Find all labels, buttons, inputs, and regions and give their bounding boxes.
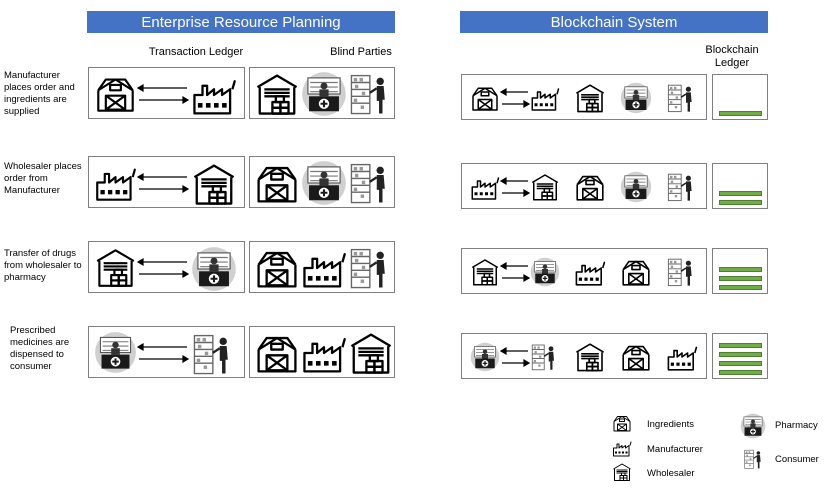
ledger-block	[719, 352, 762, 357]
ingredients-icon	[574, 171, 606, 203]
consumer-icon	[191, 331, 237, 377]
manufacturer-icon	[301, 245, 347, 291]
erp-banner-title: Enterprise Resource Planning	[141, 13, 341, 31]
wholesaler-icon	[348, 330, 394, 376]
consumer-icon	[666, 82, 698, 114]
erp-blind-parties-panel	[249, 241, 395, 293]
pharmacy-icon	[620, 171, 652, 203]
transaction-ledger-header: Transaction Ledger	[148, 46, 244, 58]
blockchain-ledger-panel	[712, 248, 768, 294]
pharmacy-icon	[191, 246, 237, 292]
ledger-block	[719, 200, 762, 205]
wholesaler-icon	[94, 246, 137, 289]
ledger-block	[719, 343, 762, 348]
manufacturer-icon	[470, 172, 500, 202]
exchange-arrows-icon	[500, 342, 530, 372]
wholesaler-icon	[191, 161, 237, 207]
ingredients-icon	[620, 341, 652, 373]
row-label-1: Manufacturer places order and ingredient…	[4, 70, 75, 117]
manufacturer-icon	[574, 256, 606, 288]
exchange-arrows-icon	[500, 172, 530, 202]
pharmacy-icon	[740, 413, 766, 439]
ingredients-icon	[612, 413, 632, 433]
blockchain-parties-panel	[461, 333, 707, 379]
pharmacy-icon	[301, 71, 347, 117]
blockchain-ledger-panel	[712, 333, 768, 379]
wholesaler-icon	[470, 257, 500, 287]
ledger-block	[719, 276, 762, 281]
ledger-block	[719, 370, 762, 375]
ingredients-icon	[254, 245, 300, 291]
ingredients-icon	[620, 256, 652, 288]
row-label-2: Wholesaler places order from Manufacture…	[4, 161, 82, 196]
ingredients-icon	[254, 160, 300, 206]
manufacturer-icon	[301, 330, 347, 376]
erp-blind-parties-panel	[249, 156, 395, 208]
consumer-icon	[348, 71, 394, 117]
blockchain-parties-panel	[461, 74, 707, 120]
blind-parties-header: Blind Parties	[330, 46, 392, 58]
exchange-arrows-icon	[137, 250, 189, 286]
exchange-arrows-icon	[137, 335, 189, 371]
manufacturer-icon	[666, 341, 698, 373]
consumer-icon	[666, 256, 698, 288]
wholesaler-icon	[254, 71, 300, 117]
ingredients-icon	[254, 330, 300, 376]
manufacturer-icon	[94, 161, 137, 204]
wholesaler-icon	[574, 341, 606, 373]
blockchain-ledger-panel	[712, 163, 768, 209]
legend-label-wholesaler: Wholesaler	[647, 468, 695, 479]
ledger-block	[719, 361, 762, 366]
blockchain-banner: Blockchain System	[460, 11, 768, 33]
exchange-arrows-icon	[137, 76, 189, 112]
legend-label-manufacturer: Manufacturer	[647, 444, 703, 455]
manufacturer-icon	[612, 438, 632, 458]
pharmacy-icon	[470, 342, 500, 372]
wholesaler-icon	[530, 172, 560, 202]
blockchain-ledger-panel	[712, 74, 768, 120]
pharmacy-icon	[620, 82, 652, 114]
ledger-block	[719, 267, 762, 272]
exchange-arrows-icon	[500, 257, 530, 287]
manufacturer-icon	[530, 83, 560, 113]
ledger-block	[719, 191, 762, 196]
pharmacy-icon	[94, 331, 137, 374]
wholesaler-icon	[574, 82, 606, 114]
legend-label-ingredients: Ingredients	[647, 419, 695, 430]
erp-blind-parties-panel	[249, 326, 395, 378]
erp-blind-parties-panel	[249, 67, 395, 119]
consumer-icon	[666, 171, 698, 203]
blockchain-ledger-header: Blockchain Ledger	[705, 44, 759, 69]
exchange-arrows-icon	[500, 83, 530, 113]
erp-ledger-panel	[88, 156, 245, 208]
blockchain-parties-panel	[461, 248, 707, 294]
wholesaler-icon	[612, 462, 632, 482]
blockchain-parties-panel	[461, 163, 707, 209]
pharmacy-icon	[530, 257, 560, 287]
erp-ledger-panel	[88, 67, 245, 119]
consumer-icon	[348, 245, 394, 291]
consumer-icon	[743, 448, 765, 470]
consumer-icon	[348, 160, 394, 206]
blockchain-banner-title: Blockchain System	[550, 13, 678, 31]
erp-ledger-panel	[88, 326, 245, 378]
pharmacy-icon	[301, 160, 347, 206]
legend-label-consumer: Consumer	[775, 454, 819, 465]
erp-ledger-panel	[88, 241, 245, 293]
consumer-icon	[530, 342, 560, 372]
row-label-3: Transfer of drugs from wholesaler to pha…	[4, 248, 82, 283]
exchange-arrows-icon	[137, 165, 189, 201]
erp-banner: Enterprise Resource Planning	[87, 11, 395, 33]
manufacturer-icon	[191, 72, 237, 118]
ingredients-icon	[94, 72, 137, 115]
row-label-4: Prescribed medicines are dispensed to co…	[10, 325, 70, 372]
ledger-block	[719, 285, 762, 290]
legend-label-pharmacy: Pharmacy	[775, 420, 818, 431]
ledger-block	[719, 111, 762, 116]
ingredients-icon	[470, 83, 500, 113]
